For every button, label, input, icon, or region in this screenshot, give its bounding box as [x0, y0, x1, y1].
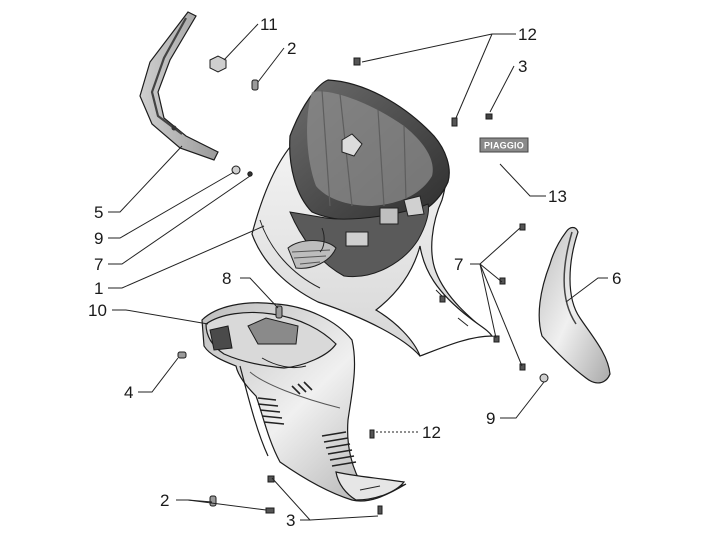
piaggio-badge: PIAGGIO [479, 137, 529, 153]
callout-5: 5 [94, 203, 103, 222]
callout-2-bottom: 2 [160, 491, 169, 510]
callout-4: 4 [124, 383, 133, 402]
callout-2-top: 2 [287, 39, 296, 58]
callout-12-bottom: 12 [422, 423, 441, 442]
callout-7-right: 7 [454, 255, 463, 274]
part-1-front-shield [251, 79, 494, 357]
callout-13: 13 [548, 187, 567, 206]
brand-badge-text: PIAGGIO [484, 141, 524, 151]
callout-6: 6 [612, 269, 621, 288]
leader-lines [108, 23, 608, 521]
callout-12-top: 12 [518, 25, 537, 44]
callout-3-bottom: 3 [286, 511, 295, 530]
callout-8: 8 [222, 269, 231, 288]
callout-11: 11 [260, 15, 278, 34]
callout-9-right: 9 [486, 409, 495, 428]
callout-10: 10 [88, 301, 107, 320]
callout-1: 1 [94, 279, 103, 298]
part-5-left-trim [139, 11, 219, 161]
part-10-inner-panel [201, 302, 407, 502]
part-6-right-trim [538, 226, 611, 384]
callout-7-left: 7 [94, 255, 103, 274]
callout-9-left: 9 [94, 229, 103, 248]
callout-3-top: 3 [518, 57, 527, 76]
callout-labels: 11 2 12 3 13 5 9 7 1 8 10 4 7 6 9 12 2 3 [88, 15, 621, 530]
hardware-parts [177, 55, 549, 515]
